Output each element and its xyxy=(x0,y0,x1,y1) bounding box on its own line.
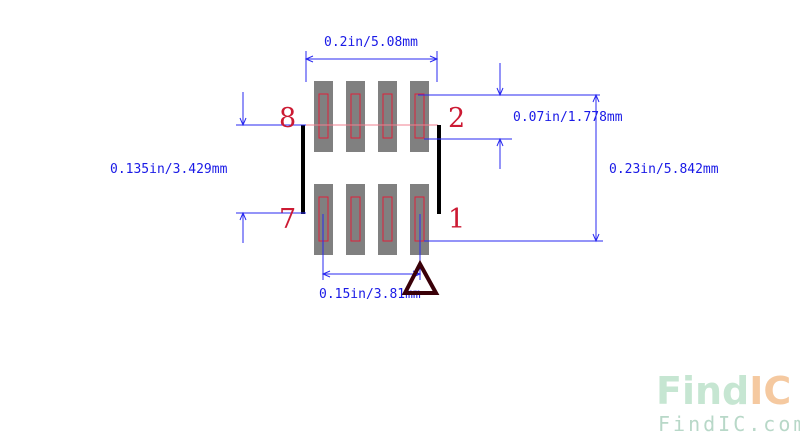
pad xyxy=(378,184,397,255)
pin-label-8: 8 xyxy=(279,103,296,134)
pin-outlines xyxy=(318,93,425,242)
pitch-dimension-label: 0.07in/1.778mm xyxy=(513,110,623,125)
body-outline-left xyxy=(301,125,305,214)
pin-label-7: 7 xyxy=(279,204,296,235)
pin-label-1: 1 xyxy=(448,204,465,235)
pin-outline xyxy=(382,93,393,139)
pin-outline xyxy=(318,93,329,139)
pad xyxy=(346,184,365,255)
pin1-marker-icon xyxy=(401,259,440,295)
overall-dimension-label: 0.23in/5.842mm xyxy=(609,162,719,177)
pad xyxy=(410,81,429,152)
pin-outline xyxy=(350,196,361,242)
bottom-dimension-label: 0.15in/3.81mm xyxy=(319,287,421,302)
pin-label-2: 2 xyxy=(448,103,465,134)
pin-outline xyxy=(414,93,425,139)
bottom-dimension xyxy=(321,214,422,280)
findic-watermark: FindIC FindIC.com xyxy=(656,369,800,436)
width-dimension xyxy=(304,51,439,82)
pad xyxy=(314,81,333,152)
top-pad-row xyxy=(314,81,429,152)
bottom-pad-row xyxy=(314,184,429,255)
pin-outline xyxy=(382,196,393,242)
overall-dimension xyxy=(424,93,603,243)
pad xyxy=(346,81,365,152)
width-dimension-label: 0.2in/5.08mm xyxy=(324,35,418,50)
row-spacing-dimension xyxy=(236,92,306,243)
pad xyxy=(378,81,397,152)
row-spacing-dimension-label: 0.135in/3.429mm xyxy=(110,162,228,177)
pin-outline xyxy=(350,93,361,139)
watermark-logo: FindIC xyxy=(656,369,791,413)
body-outline-right xyxy=(437,125,441,214)
pitch-dimension xyxy=(418,63,600,169)
watermark-url: FindIC.com xyxy=(658,412,800,436)
